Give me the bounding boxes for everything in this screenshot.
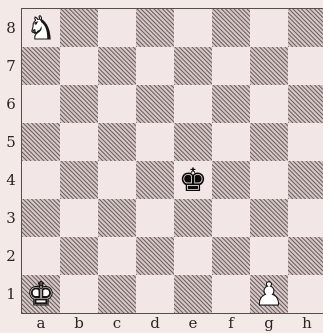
square-c7[interactable] [98, 47, 136, 85]
square-c4[interactable] [98, 161, 136, 199]
square-g3[interactable] [250, 199, 288, 237]
square-b5[interactable] [60, 123, 98, 161]
square-h1[interactable] [288, 275, 323, 313]
rank-label-4: 4 [0, 161, 22, 199]
square-e3[interactable] [174, 199, 212, 237]
rank-label-2: 2 [0, 237, 22, 275]
rank-label-1: 1 [0, 275, 22, 313]
square-g2[interactable] [250, 237, 288, 275]
square-c1[interactable] [98, 275, 136, 313]
square-e6[interactable] [174, 85, 212, 123]
square-f4[interactable] [212, 161, 250, 199]
square-f8[interactable] [212, 9, 250, 47]
square-g5[interactable] [250, 123, 288, 161]
square-f7[interactable] [212, 47, 250, 85]
black-king-icon[interactable]: ♚ [174, 161, 212, 199]
square-c5[interactable] [98, 123, 136, 161]
square-a7[interactable] [22, 47, 60, 85]
square-h2[interactable] [288, 237, 323, 275]
square-c8[interactable] [98, 9, 136, 47]
square-g7[interactable] [250, 47, 288, 85]
square-h3[interactable] [288, 199, 323, 237]
rank-label-6: 6 [0, 85, 22, 123]
square-d6[interactable] [136, 85, 174, 123]
file-label-g: g [250, 313, 288, 333]
square-a3[interactable] [22, 199, 60, 237]
file-label-h: h [288, 313, 323, 333]
square-d4[interactable] [136, 161, 174, 199]
square-b1[interactable] [60, 275, 98, 313]
square-d5[interactable] [136, 123, 174, 161]
square-a6[interactable] [22, 85, 60, 123]
square-h5[interactable] [288, 123, 323, 161]
square-e8[interactable] [174, 9, 212, 47]
square-d7[interactable] [136, 47, 174, 85]
square-d1[interactable] [136, 275, 174, 313]
square-a1[interactable]: ♚ [22, 275, 60, 313]
chessboard[interactable]: ♞ ♚ ♚ ♟ [22, 9, 323, 313]
square-b3[interactable] [60, 199, 98, 237]
square-b8[interactable] [60, 9, 98, 47]
file-label-b: b [60, 313, 98, 333]
square-c3[interactable] [98, 199, 136, 237]
rank-label-7: 7 [0, 47, 22, 85]
rank-label-8: 8 [0, 9, 22, 47]
file-label-d: d [136, 313, 174, 333]
square-f3[interactable] [212, 199, 250, 237]
square-h7[interactable] [288, 47, 323, 85]
square-e4[interactable]: ♚ [174, 161, 212, 199]
square-f2[interactable] [212, 237, 250, 275]
rank-label-5: 5 [0, 123, 22, 161]
square-c6[interactable] [98, 85, 136, 123]
square-g4[interactable] [250, 161, 288, 199]
square-g8[interactable] [250, 9, 288, 47]
square-a4[interactable] [22, 161, 60, 199]
square-a2[interactable] [22, 237, 60, 275]
square-d8[interactable] [136, 9, 174, 47]
square-h8[interactable] [288, 9, 323, 47]
square-f5[interactable] [212, 123, 250, 161]
square-e1[interactable] [174, 275, 212, 313]
file-label-e: e [174, 313, 212, 333]
square-b2[interactable] [60, 237, 98, 275]
square-f6[interactable] [212, 85, 250, 123]
square-b6[interactable] [60, 85, 98, 123]
white-king-icon[interactable]: ♚ [22, 275, 60, 313]
square-d3[interactable] [136, 199, 174, 237]
square-c2[interactable] [98, 237, 136, 275]
square-a8[interactable]: ♞ [22, 9, 60, 47]
rank-label-3: 3 [0, 199, 22, 237]
square-e5[interactable] [174, 123, 212, 161]
square-g1[interactable]: ♟ [250, 275, 288, 313]
file-label-c: c [98, 313, 136, 333]
square-h4[interactable] [288, 161, 323, 199]
square-g6[interactable] [250, 85, 288, 123]
white-knight-icon[interactable]: ♞ [22, 9, 60, 47]
white-pawn-icon[interactable]: ♟ [250, 275, 288, 313]
square-b4[interactable] [60, 161, 98, 199]
square-d2[interactable] [136, 237, 174, 275]
square-e2[interactable] [174, 237, 212, 275]
square-b7[interactable] [60, 47, 98, 85]
square-f1[interactable] [212, 275, 250, 313]
square-a5[interactable] [22, 123, 60, 161]
square-e7[interactable] [174, 47, 212, 85]
file-label-a: a [22, 313, 60, 333]
file-label-f: f [212, 313, 250, 333]
square-h6[interactable] [288, 85, 323, 123]
